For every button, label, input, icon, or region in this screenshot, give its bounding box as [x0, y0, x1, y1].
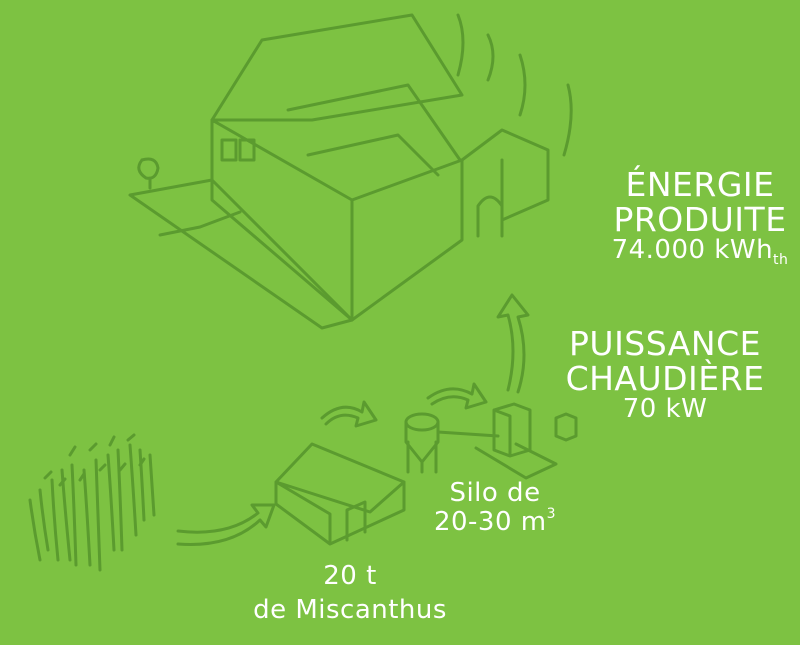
silo-value: 20-30 m3 — [433, 506, 557, 538]
flow-arrow-icon — [176, 503, 276, 546]
miscanthus-line1: 20 t — [323, 561, 377, 591]
miscanthus-line2: de Miscanthus — [253, 594, 447, 625]
power-line2: CHAUDIÈRE — [565, 358, 765, 398]
flow-arrow-icon — [496, 293, 530, 394]
energy-line1: ÉNERGIE — [625, 165, 775, 204]
silo-line1: Silo de — [449, 478, 541, 508]
flow-arrow-icon — [320, 382, 488, 428]
power-line1: PUISSANCE — [569, 324, 761, 363]
power-label: PUISSANCE CHAUDIÈRE 70 kW — [565, 324, 765, 425]
silo-label: Silo de 20-30 m3 — [430, 478, 560, 538]
miscanthus-field-icon — [28, 433, 156, 572]
miscanthus-label: 20 t de Miscanthus — [250, 560, 450, 628]
power-value: 70 kW — [622, 394, 708, 425]
boiler-icon — [474, 402, 578, 480]
storage-shed-icon — [274, 442, 406, 546]
farm-building-icon — [128, 13, 550, 330]
energy-label: ÉNERGIE PRODUITE 74.000 kWhth — [600, 165, 800, 269]
poplar-trees-icon — [137, 13, 573, 190]
energy-value: 74.000 kWhth — [611, 235, 789, 269]
energy-line2: PRODUITE — [613, 199, 787, 239]
silo-icon — [404, 412, 500, 474]
